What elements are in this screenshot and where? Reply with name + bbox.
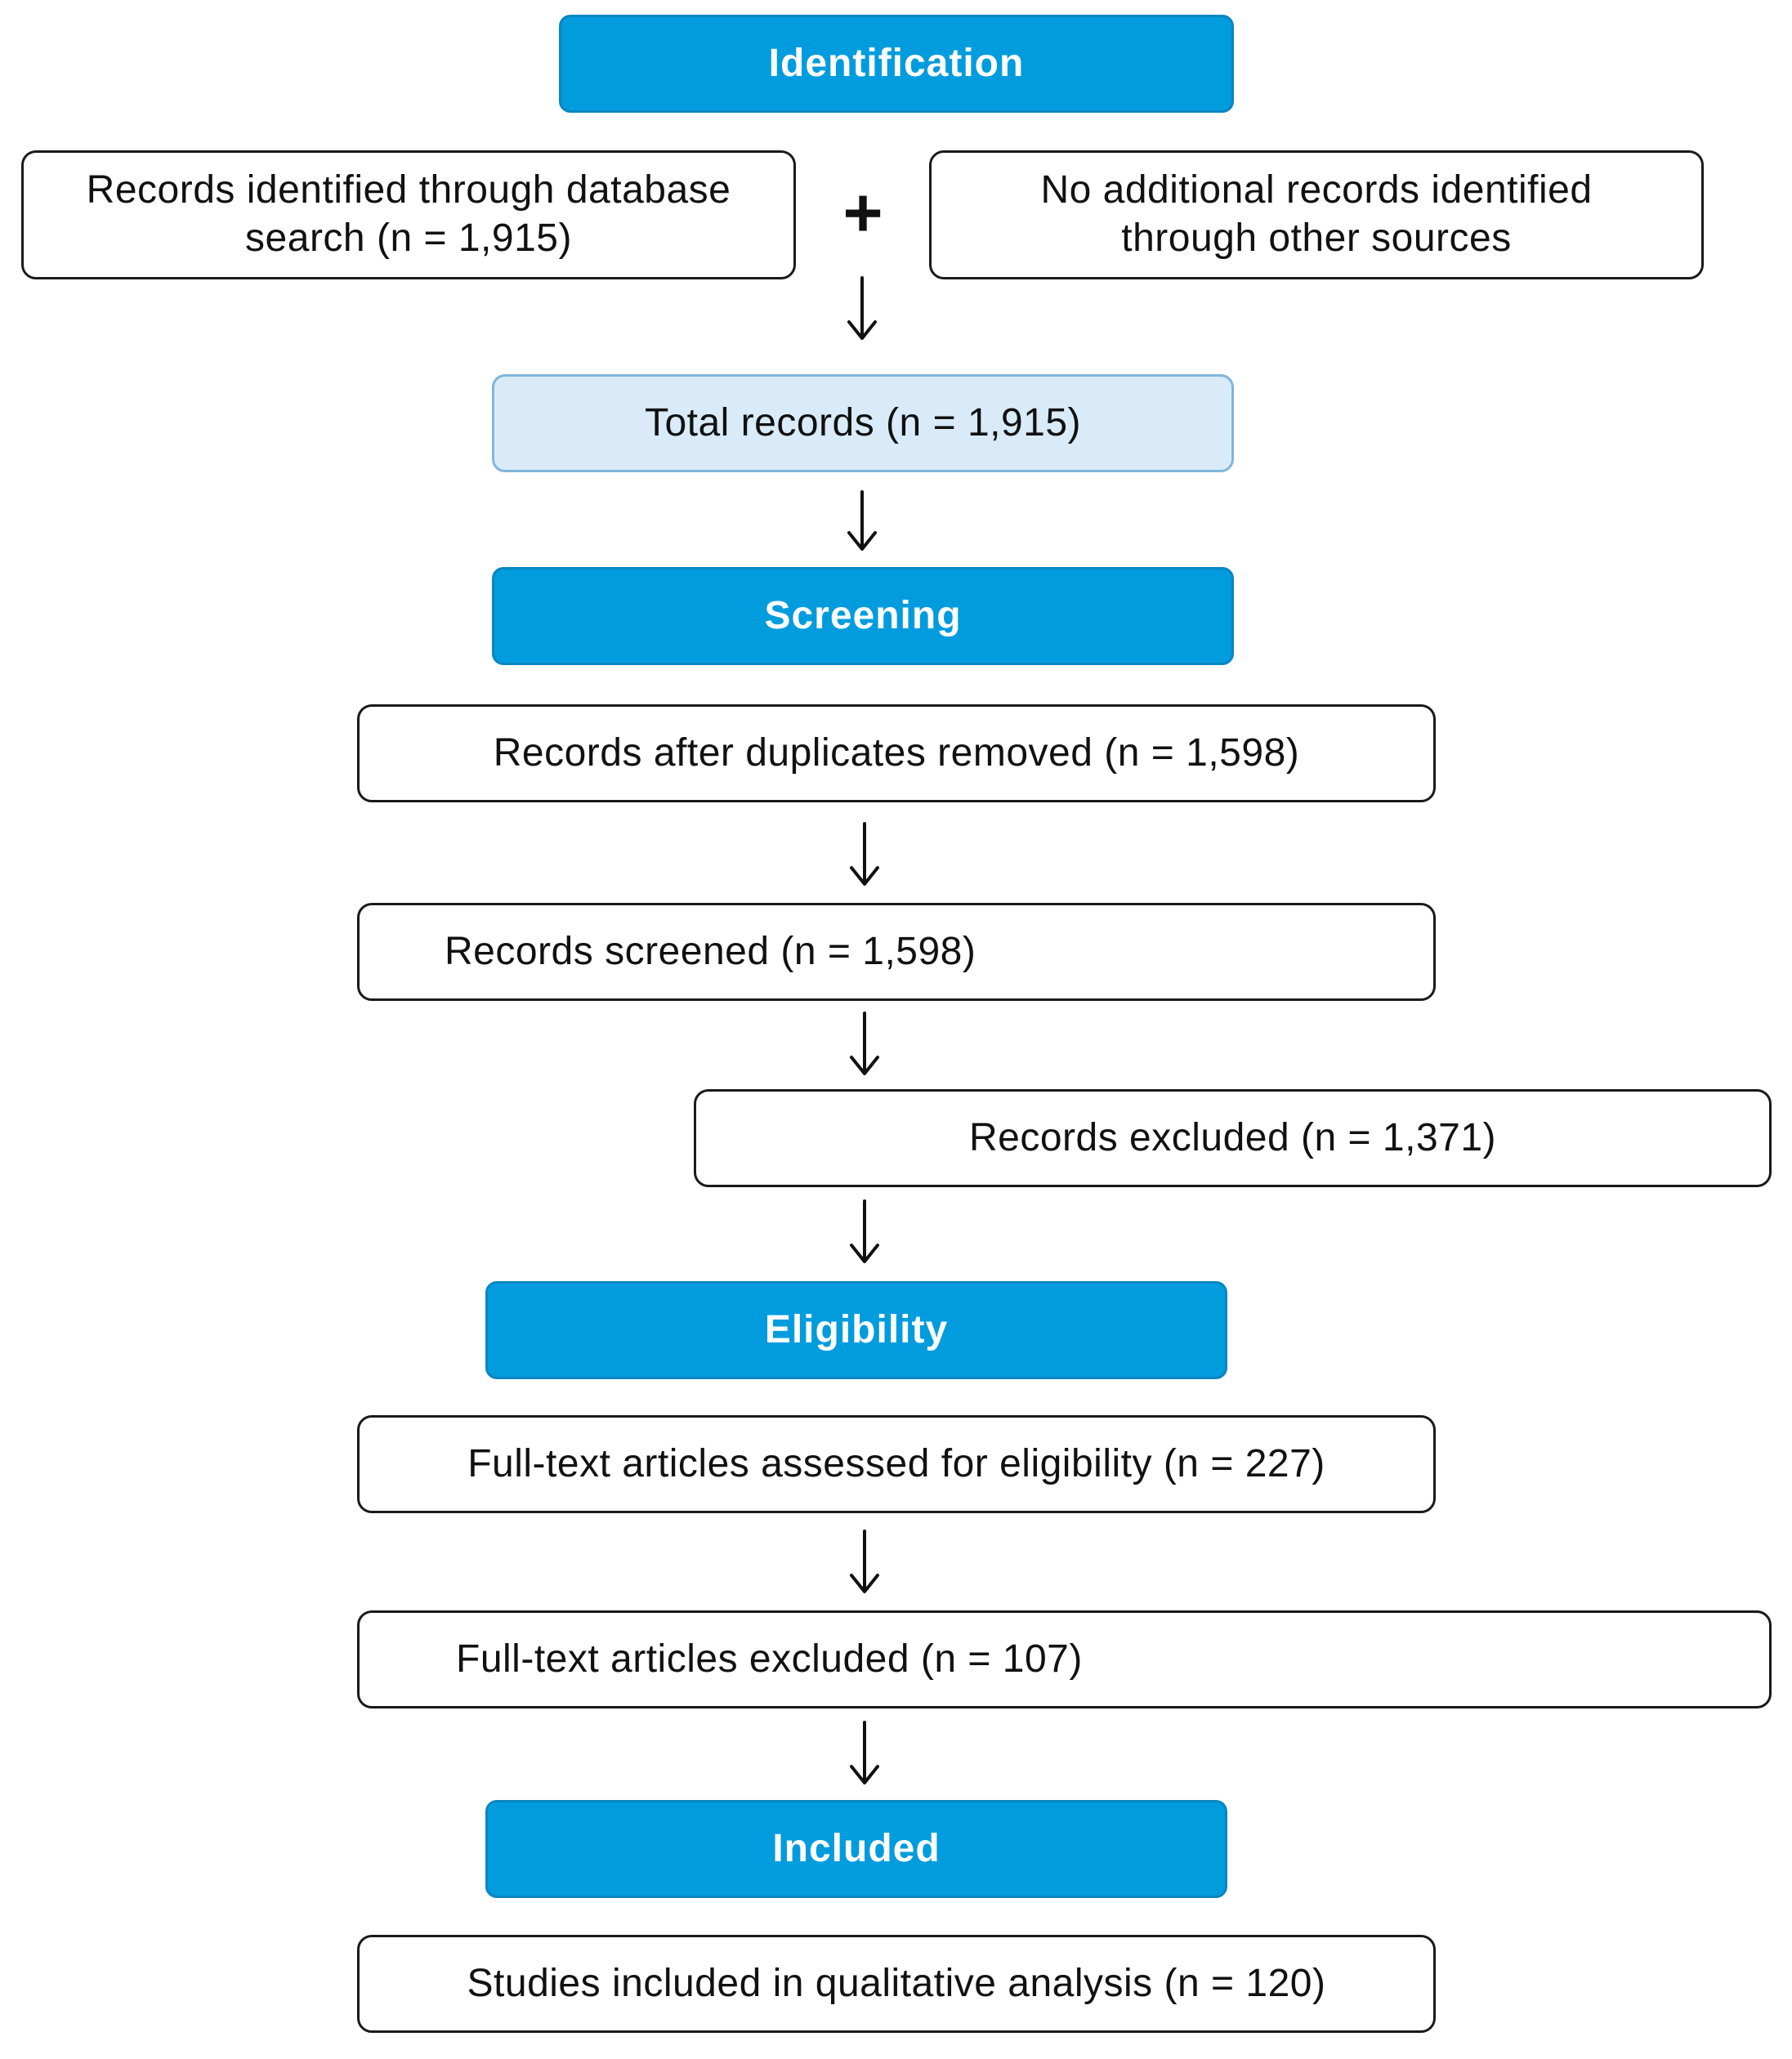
- stage-identification: Identification: [559, 15, 1234, 113]
- studies-included-box: Studies included in qualitative analysis…: [357, 1935, 1436, 2033]
- arrow-to-total: [847, 276, 877, 340]
- other-sources-box: No additional records identified through…: [929, 150, 1704, 279]
- records-screened-box: Records screened (n = 1,598): [357, 903, 1436, 1001]
- database-search-box: Records identified through database sear…: [21, 150, 796, 279]
- stage-included: Included: [485, 1800, 1227, 1898]
- arrow-to-eligibility: [850, 1199, 879, 1263]
- stage-screening: Screening: [492, 567, 1234, 665]
- records-excluded-box: Records excluded (n = 1,371): [694, 1089, 1772, 1187]
- stage-eligibility: Eligibility: [485, 1281, 1227, 1379]
- arrow-to-fulltext-excluded: [850, 1530, 879, 1593]
- fulltext-assessed-box: Full-text articles assessed for eligibil…: [357, 1415, 1436, 1513]
- fulltext-excluded-box: Full-text articles excluded (n = 107): [357, 1610, 1772, 1708]
- plus-icon: +: [842, 174, 883, 251]
- arrow-to-excluded: [850, 1012, 879, 1075]
- after-duplicates-box: Records after duplicates removed (n = 1,…: [357, 704, 1436, 802]
- total-records-box: Total records (n = 1,915): [492, 374, 1234, 472]
- arrow-to-screened: [850, 822, 879, 886]
- arrow-to-included: [850, 1721, 879, 1784]
- arrow-to-screening: [847, 490, 877, 551]
